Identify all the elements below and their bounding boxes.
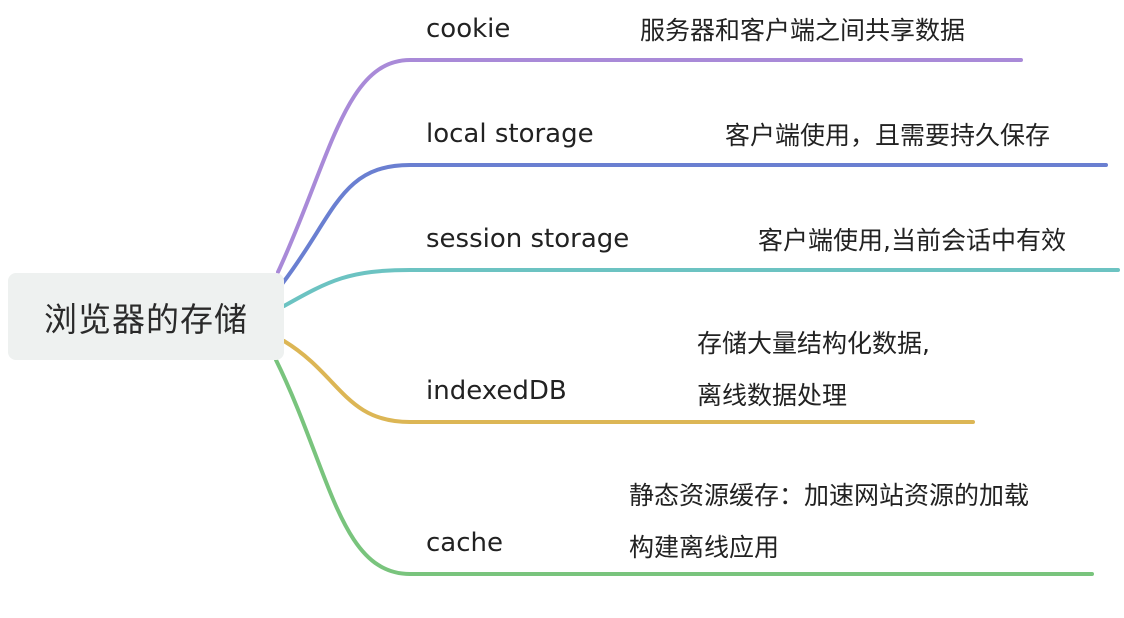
branch-description-line: 服务器和客户端之间共享数据 xyxy=(640,16,966,45)
branch-description-cache: 静态资源缓存：加速网站资源的加载 构建离线应用 xyxy=(629,470,1029,574)
branch-description-line: 客户端使用,当前会话中有效 xyxy=(758,226,1066,255)
branch-description-indexeddb: 存储大量结构化数据, 离线数据处理 xyxy=(697,318,930,422)
branch-description-line: 离线数据处理 xyxy=(697,381,848,410)
branch-description-line: 构建离线应用 xyxy=(629,533,780,562)
branch-description-cookie: 服务器和客户端之间共享数据 xyxy=(640,5,965,57)
branch-connector-session-storage xyxy=(282,268,1120,308)
branch-description-session-storage: 客户端使用,当前会话中有效 xyxy=(758,215,1066,267)
branch-connector-cookie xyxy=(276,58,1023,274)
root-node-label: 浏览器的存储 xyxy=(44,299,248,339)
branch-label-cache[interactable]: cache xyxy=(426,528,503,558)
root-node[interactable]: 浏览器的存储 xyxy=(8,273,284,360)
branch-connector-indexeddb xyxy=(282,339,975,424)
branch-description-line: 静态资源缓存：加速网站资源的加载 xyxy=(629,481,1030,510)
branch-label-cookie[interactable]: cookie xyxy=(426,14,511,44)
branch-description-line: 存储大量结构化数据, xyxy=(697,329,930,358)
branch-connector-local-storage xyxy=(280,163,1108,286)
branch-connector-cache xyxy=(274,358,1094,576)
branch-label-local-storage[interactable]: local storage xyxy=(426,119,594,149)
branch-description-local-storage: 客户端使用，且需要持久保存 xyxy=(725,110,1050,162)
branch-label-session-storage[interactable]: session storage xyxy=(426,224,630,254)
branch-description-line: 客户端使用，且需要持久保存 xyxy=(725,121,1051,150)
branch-label-indexeddb[interactable]: indexedDB xyxy=(426,376,567,406)
